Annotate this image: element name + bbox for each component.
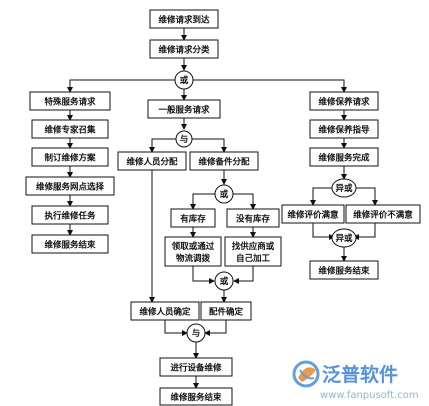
node-staff-ok: 维修人员确定 [130,301,200,321]
watermark: 泛普软件 www.fanpusoft.com [292,360,419,401]
node-label: 进行设备维修 [170,363,222,374]
node-label-line1: 找供应商或 [232,241,275,252]
node-label: 维修评价满意 [287,210,339,221]
node-label: 一般服务请求 [158,105,210,116]
node-end-left: 维修服务结束 [31,234,109,254]
node-label: 有库存 [180,214,206,225]
node-label: 维修人员分配 [126,157,178,168]
node-label: 维修服务网点选择 [36,182,105,193]
node-in-stock: 有库存 [170,208,216,228]
node-arrive: 维修请求到达 [149,9,219,29]
watermark-url: www.fanpusoft.com [320,390,419,401]
node-supply: 找供应商或 自己加工 [224,236,282,267]
gate-label: 与 [180,134,189,145]
node-label: 配件确定 [209,307,244,318]
node-staff-assign: 维修人员分配 [117,151,187,171]
gate-or2: 或 [214,184,234,204]
node-label: 维修服务结束 [318,266,370,277]
node-label: 维修服务完成 [318,153,370,164]
node-end-mid: 维修服务结束 [159,387,233,406]
node-label: 维修评价不满意 [353,210,413,221]
node-label: 执行维修任务 [44,211,96,222]
node-label: 没有库存 [236,214,271,225]
gate-or3: 或 [214,271,234,291]
node-no-stock: 没有库存 [226,208,280,228]
node-label: 特殊服务请求 [44,97,96,108]
node-label: 维修请求分类 [158,45,210,56]
node-label: 维修专家召集 [44,125,96,136]
node-execute: 执行维修任务 [31,205,109,225]
node-proceed: 进行设备维修 [159,357,233,377]
node-special: 特殊服务请求 [29,91,111,111]
fanpu-logo-icon [292,360,320,388]
node-parts-assign: 维修备件分配 [189,151,259,171]
node-guide: 维修保养指导 [309,119,379,139]
node-end-right: 维修服务结束 [309,260,379,280]
gate-label: 异或 [335,233,353,244]
gate-xor1: 异或 [331,178,357,198]
node-take: 领取或通过 物流调拨 [164,236,222,267]
node-unsatisfied: 维修评价不满意 [345,204,421,224]
node-label-line1: 领取或通过 [171,241,215,252]
node-label-line2: 物流调拨 [176,253,211,264]
node-label: 维修服务结束 [44,240,96,251]
node-classify: 维修请求分类 [149,39,219,59]
gate-label: 与 [192,328,201,339]
node-label: 维修保养请求 [318,97,370,108]
node-label: 维修请求到达 [158,15,210,26]
connectors [67,28,378,389]
node-parts-ok: 配件确定 [200,301,252,321]
node-label: 维修保养指导 [318,125,370,136]
node-general: 一般服务请求 [147,99,221,119]
node-label: 维修人员确定 [139,307,191,318]
gate-and1: 与 [175,130,193,148]
gate-xor2: 异或 [331,228,357,248]
node-plan: 制订维修方案 [31,147,109,167]
node-label: 制订维修方案 [44,153,96,164]
gate-or1: 或 [174,70,194,90]
node-label: 维修服务结束 [170,392,222,403]
node-label: 维修备件分配 [198,157,250,168]
gate-and2: 与 [186,323,206,343]
gate-label: 或 [180,75,189,86]
node-maint-req: 维修保养请求 [309,91,379,111]
node-done: 维修服务完成 [309,147,379,167]
gate-label: 或 [220,189,229,200]
gate-label: 异或 [335,183,353,194]
node-network: 维修服务网点选择 [25,176,115,196]
watermark-brand: 泛普软件 [322,363,398,386]
gate-label: 或 [220,276,229,287]
node-satisfied: 维修评价满意 [281,204,345,224]
node-expert: 维修专家召集 [31,119,109,139]
node-label-line2: 自己加工 [236,253,271,264]
